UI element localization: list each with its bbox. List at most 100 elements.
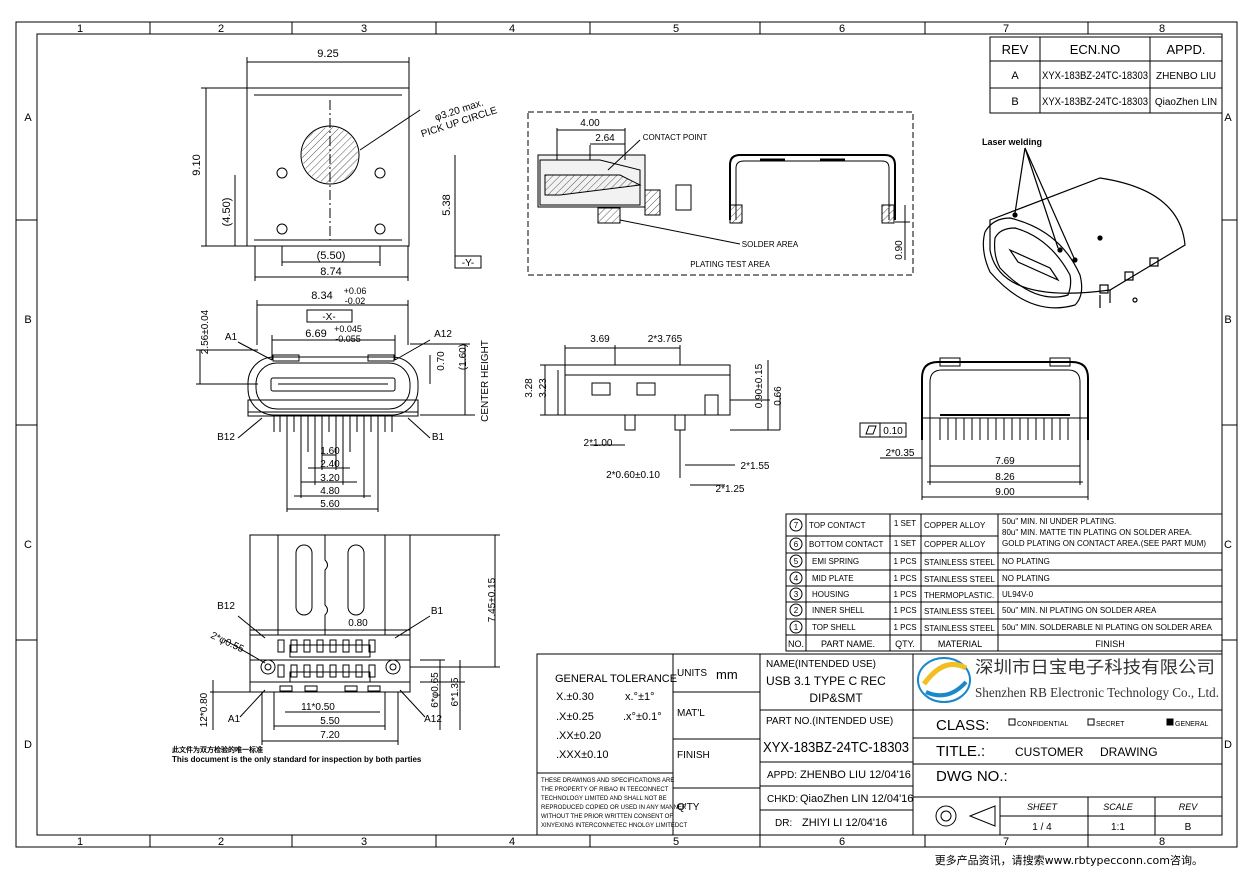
- grid-columns-bottom: 1 2 3 4 5 6 7 8: [77, 836, 1165, 848]
- side-view: [540, 345, 781, 486]
- note-cn: 此文件为双方检验的唯一标准: [172, 745, 263, 754]
- section-view: [527, 111, 914, 276]
- svg-text:ECN.NO: ECN.NO: [1070, 42, 1121, 57]
- dim-9-00: 9.00: [995, 487, 1015, 498]
- bom-part-3: HOUSING: [812, 590, 849, 599]
- svg-text:CLASS:: CLASS:: [936, 717, 989, 734]
- svg-text:3: 3: [361, 836, 367, 848]
- dim-4-50: (4.50): [221, 198, 233, 227]
- svg-text:REV: REV: [1002, 42, 1029, 57]
- svg-text:3: 3: [361, 23, 367, 35]
- svg-text:1: 1: [77, 23, 83, 35]
- svg-text:5: 5: [673, 23, 679, 35]
- svg-text:.XXX±0.10: .XXX±0.10: [556, 749, 609, 761]
- svg-text:D: D: [24, 739, 32, 751]
- svg-text:TECHNOLOGY LIMITED AND SHALL N: TECHNOLOGY LIMITED AND SHALL NOT BE: [541, 796, 667, 802]
- dim-9-10: 9.10: [191, 154, 203, 175]
- svg-text:x.°±1°: x.°±1°: [625, 691, 655, 703]
- svg-text:3: 3: [794, 590, 799, 599]
- svg-text:COPPER ALLOY: COPPER ALLOY: [924, 540, 986, 549]
- datum-y: -Y-: [462, 258, 474, 269]
- svg-text:1 SET: 1 SET: [894, 539, 916, 548]
- svg-text:CONFIDENTIAL: CONFIDENTIAL: [1017, 721, 1068, 728]
- dim-1-60: (1.60): [458, 344, 469, 370]
- dim-4-80: 4.80: [320, 486, 340, 497]
- part-number: XYX-183BZ-24TC-18303: [763, 739, 909, 756]
- svg-text:6: 6: [839, 23, 845, 35]
- dim-5-38: 5.38: [441, 194, 453, 215]
- pin-a12-bottom: A12: [424, 714, 442, 725]
- svg-text:Q'TY: Q'TY: [677, 802, 700, 813]
- svg-text:NO PLATING: NO PLATING: [1002, 557, 1050, 566]
- dim-8-34: 8.34: [311, 290, 332, 302]
- svg-text:1 SET: 1 SET: [894, 519, 916, 528]
- svg-text:4: 4: [794, 574, 799, 583]
- front-pins: [273, 416, 393, 512]
- svg-text:50u" MIN. SOLDERABLE NI PLATIN: 50u" MIN. SOLDERABLE NI PLATING ON SOLDE…: [1002, 623, 1213, 632]
- svg-text:STAINLESS STEEL: STAINLESS STEEL: [924, 607, 996, 616]
- svg-text:NO PLATING: NO PLATING: [1002, 574, 1050, 583]
- svg-text:GOLD PLATING ON CONTACT AREA.(: GOLD PLATING ON CONTACT AREA.(SEE PART M…: [1002, 539, 1206, 548]
- svg-text:WITHOUT THE PRIOR WRITTEN CONS: WITHOUT THE PRIOR WRITTEN CONSENT OF: [541, 814, 673, 820]
- dim-5-60: 5.60: [320, 499, 340, 510]
- bom-part-1: TOP SHELL: [812, 623, 856, 632]
- dim-12x0-80: 12*0.80: [199, 692, 210, 727]
- dim-2-64: 2.64: [595, 133, 615, 144]
- svg-text:7: 7: [1003, 836, 1009, 848]
- dim-4-00: 4.00: [580, 118, 600, 129]
- svg-text:UL94V-0: UL94V-0: [1002, 590, 1034, 599]
- pin-b1: B1: [432, 432, 445, 443]
- grid-rows: A B C D A B C D: [24, 112, 1232, 751]
- svg-text:B: B: [24, 314, 31, 326]
- dim-6-69: 6.69: [305, 328, 326, 340]
- svg-text:80u" MIN. MATTE TIN PLATING ON: 80u" MIN. MATTE TIN PLATING ON SOLDER AR…: [1002, 528, 1192, 537]
- svg-text:XYX-183BZ-24TC-18303: XYX-183BZ-24TC-18303: [1042, 96, 1148, 108]
- svg-text:6: 6: [839, 836, 845, 848]
- tol-6-69-up: +0.045: [334, 324, 362, 334]
- svg-text:A: A: [1224, 112, 1232, 124]
- dim-2x3-765: 2*3.765: [648, 334, 683, 345]
- svg-text:DIP&SMT: DIP&SMT: [809, 691, 863, 705]
- dim-6-phi-0-65: 6*φ0.65: [430, 672, 441, 708]
- svg-text:2: 2: [218, 836, 224, 848]
- dim-0-70: 0.70: [436, 351, 447, 371]
- svg-text:REPRODUCED COPIED OR USED IN A: REPRODUCED COPIED OR USED IN ANY MANNER: [541, 805, 687, 811]
- svg-text:THERMOPLASTIC.: THERMOPLASTIC.: [924, 591, 994, 600]
- dim-8-26: 8.26: [995, 472, 1015, 483]
- center-height: CENTER HEIGHT: [480, 340, 491, 422]
- svg-text:APPD:: APPD:: [767, 770, 797, 781]
- svg-text:8: 8: [1159, 836, 1165, 848]
- dim-2x1-55: 2*1.55: [741, 461, 770, 472]
- svg-text:2: 2: [794, 606, 799, 615]
- pin-a12: A12: [434, 329, 452, 340]
- dim-7-69: 7.69: [995, 456, 1015, 467]
- bom-part-6: BOTTOM CONTACT: [809, 540, 883, 549]
- dim-2-40: 2.40: [320, 459, 340, 470]
- dim-2-phi-0-55: 2*φ0.55: [209, 630, 246, 655]
- dim-5-50: (5.50): [317, 250, 346, 262]
- svg-text:1 PCS: 1 PCS: [893, 557, 916, 566]
- svg-text:1:1: 1:1: [1111, 822, 1125, 833]
- svg-text:1 / 4: 1 / 4: [1032, 822, 1052, 833]
- title-drawing: DRAWING: [1100, 745, 1158, 759]
- svg-text:NAME(INTENDED USE): NAME(INTENDED USE): [766, 659, 876, 670]
- svg-text:50u" MIN. NI UNDER PLATING.: 50u" MIN. NI UNDER PLATING.: [1002, 517, 1116, 526]
- svg-text:ZHENBO LIU 12/04'16: ZHENBO LIU 12/04'16: [800, 769, 911, 781]
- top-view: [201, 57, 482, 281]
- solder-area-label: SOLDER AREA: [742, 240, 799, 249]
- dim-11x0-50: 11*0.50: [301, 702, 335, 713]
- svg-text:PART NAME.: PART NAME.: [821, 639, 875, 649]
- svg-text:DR:: DR:: [775, 818, 792, 829]
- bom-part-5: EMI SPRING: [812, 557, 859, 566]
- pin-a1-bottom: A1: [228, 714, 241, 725]
- svg-text:1 PCS: 1 PCS: [893, 623, 916, 632]
- svg-text:50u" MIN. NI PLATING ON SOLDER: 50u" MIN. NI PLATING ON SOLDER AREA: [1002, 606, 1157, 615]
- svg-text:4: 4: [509, 836, 515, 848]
- svg-text:QiaoZhen LIN 12/04'16: QiaoZhen LIN 12/04'16: [800, 793, 913, 805]
- svg-text:SHEET: SHEET: [1027, 802, 1059, 812]
- company-name-en: Shenzhen RB Electronic Technology Co., L…: [975, 686, 1219, 701]
- svg-text:ZHIYI LI 12/04'16: ZHIYI LI 12/04'16: [802, 817, 887, 829]
- svg-text:APPD.: APPD.: [1166, 42, 1205, 57]
- title-customer: CUSTOMER: [1015, 745, 1084, 759]
- pin-a1: A1: [225, 332, 238, 343]
